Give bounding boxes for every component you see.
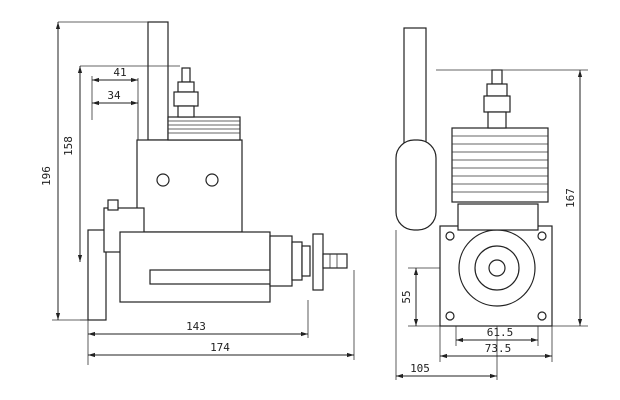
dim-174: 174 bbox=[210, 341, 230, 354]
dim-196: 196 bbox=[40, 166, 53, 186]
side-stack bbox=[147, 21, 169, 141]
side-screw-right bbox=[205, 173, 219, 187]
dim-73-5: 73.5 bbox=[485, 342, 512, 355]
side-prop-shaft bbox=[322, 253, 348, 269]
side-mount-plate bbox=[87, 229, 107, 321]
dim-143: 143 bbox=[186, 320, 206, 333]
side-spark-plug bbox=[173, 67, 199, 118]
dim-34: 34 bbox=[107, 89, 121, 102]
side-view: 196 158 41 34 143 174 bbox=[40, 21, 355, 365]
dim-41: 41 bbox=[113, 66, 126, 79]
side-crank-body bbox=[119, 231, 271, 303]
rear-stack bbox=[403, 27, 427, 149]
rear-shaft bbox=[488, 259, 506, 277]
side-screw-left bbox=[156, 173, 170, 187]
dim-55: 55 bbox=[400, 290, 413, 303]
dim-167: 167 bbox=[564, 188, 577, 208]
side-prop-hub bbox=[269, 235, 293, 287]
rear-view: 167 55 61.5 73.5 105 bbox=[395, 27, 588, 380]
rear-spark-plug bbox=[483, 69, 511, 129]
dim-158: 158 bbox=[62, 136, 75, 156]
side-crankcase bbox=[136, 139, 243, 233]
side-prop-washer bbox=[312, 233, 324, 291]
dim-61-5: 61.5 bbox=[487, 326, 514, 339]
dim-105: 105 bbox=[410, 362, 430, 375]
side-fins bbox=[167, 116, 241, 141]
rear-fins bbox=[451, 127, 549, 203]
rear-muffler bbox=[395, 139, 437, 231]
